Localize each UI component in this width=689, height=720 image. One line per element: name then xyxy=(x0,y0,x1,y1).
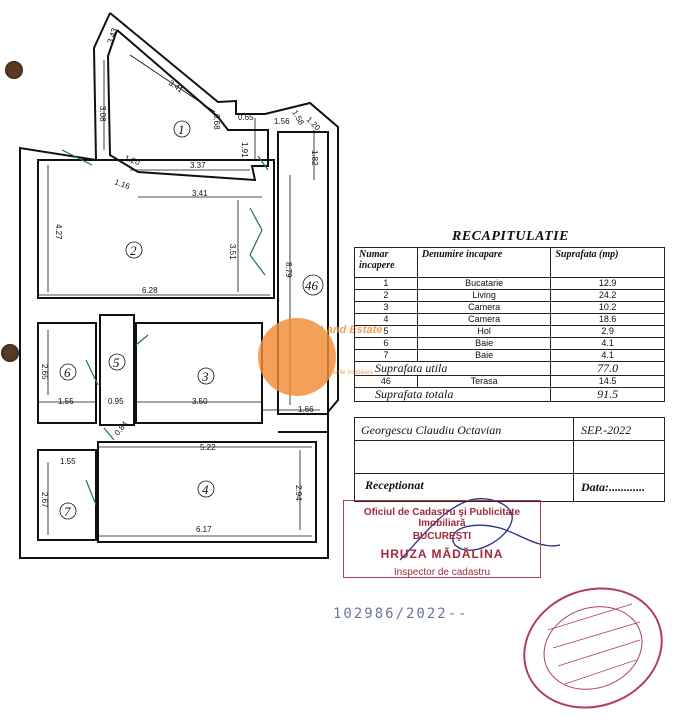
totala-row: Suprafata totala 91.5 xyxy=(353,387,665,402)
room-number-3: 3 xyxy=(201,369,209,384)
header-denumire: Denumire incapare xyxy=(416,247,552,278)
dim-label: 0.65 xyxy=(238,113,254,122)
outer-wall xyxy=(19,12,339,559)
dim-label: 3.08 xyxy=(98,106,107,122)
data-label: Data:............ xyxy=(581,480,645,494)
cadastral-seal xyxy=(523,587,663,709)
cadastre-stamp: Oficiul de Cadastru şi Publicitate Imobi… xyxy=(343,500,541,578)
dim-label: 1.82 xyxy=(310,150,319,166)
room-number-7: 7 xyxy=(64,504,71,519)
bath-7-walls xyxy=(37,449,97,541)
table-row: 1 Bucatarie 12.9 xyxy=(354,277,665,290)
table-row: 5 Hol 2.9 xyxy=(354,325,665,338)
stamp-line-1: Oficiul de Cadastru şi Publicitate Imobi… xyxy=(363,507,521,529)
punch-hole-middle xyxy=(1,344,19,362)
dim-label: 1.55 xyxy=(58,397,74,406)
stamp-line-3: HRUZA MĂDĂLINA xyxy=(380,547,504,561)
dim-label: 6.28 xyxy=(142,286,158,295)
stamp-line-4: Inspector de cadastru xyxy=(393,567,491,578)
utila-row: Suprafata utila 77.0 xyxy=(353,361,665,376)
door-swing-terrace xyxy=(257,155,269,171)
door-swing-hall xyxy=(135,334,149,346)
living-room-walls xyxy=(37,159,275,299)
dim-label: 1.66 xyxy=(298,405,314,414)
dim-label: 3.50 xyxy=(192,397,208,406)
dim-label: 5.22 xyxy=(200,443,216,452)
dim-label: 6.17 xyxy=(196,525,212,534)
header-numar: Numar incapere xyxy=(354,247,418,278)
dim-label: 3.51 xyxy=(228,244,237,260)
receptionat-label: Receptionat xyxy=(365,478,424,492)
header-suprafata: Suprafata (mp) xyxy=(550,247,665,278)
dim-label: 1.56 xyxy=(274,117,290,126)
watermark-sub: agentie imobiliara xyxy=(326,370,374,376)
room-number-46: 46 xyxy=(305,278,319,293)
totala-value: 91.5 xyxy=(550,387,665,402)
table-row: 2 Living 24.2 xyxy=(354,289,665,302)
dim-label: 2.94 xyxy=(294,485,303,501)
signature-box: Georgescu Claudiu Octavian SEP.-2022 Rec… xyxy=(354,417,665,502)
door-swing-bath6 xyxy=(85,359,99,386)
dim-label: 0.95 xyxy=(108,397,124,406)
dim-label: 1.20 xyxy=(305,115,323,133)
table-row: 7 Baie 4.1 xyxy=(354,349,665,362)
room-number-6: 6 xyxy=(64,365,71,380)
recap-table: Numar incapere Denumire incapare Suprafa… xyxy=(353,247,665,402)
stamp-line-2: BUCUREŞTI xyxy=(412,531,472,542)
door-swing-kitchen xyxy=(61,149,93,166)
room-number-5: 5 xyxy=(113,355,120,370)
utila-label: Suprafata utila xyxy=(353,361,552,376)
surveyor-name: Georgescu Claudiu Octavian xyxy=(361,423,502,437)
room-number-2: 2 xyxy=(130,243,137,258)
terrace-walls xyxy=(277,131,329,415)
terasa-row: 46 Terasa 14.5 xyxy=(354,375,665,388)
door-swing-room4 xyxy=(103,427,115,441)
bath-6-walls xyxy=(37,322,97,424)
door-swing-living xyxy=(249,207,266,276)
key-icon xyxy=(258,318,336,396)
dim-label: 2.67 xyxy=(40,492,49,508)
table-row: 4 Camera 18.6 xyxy=(354,313,665,326)
dim-label: 3.37 xyxy=(190,161,206,170)
table-row: 6 Baie 4.1 xyxy=(354,337,665,350)
inner-wall-kitchen xyxy=(106,29,269,182)
dim-label: 2.65 xyxy=(40,364,49,380)
hall-5-walls xyxy=(99,314,135,426)
door-swing-bath7 xyxy=(85,479,97,506)
totala-label: Suprafata totala xyxy=(353,387,552,402)
dim-label: 1.91 xyxy=(240,142,249,158)
handwritten-signature xyxy=(399,498,561,561)
dim-label: 3.41 xyxy=(192,189,208,198)
dim-label: 3.43 xyxy=(105,26,119,44)
room-number-4: 4 xyxy=(202,482,209,497)
utila-value: 77.0 xyxy=(550,361,665,376)
table-row: 3 Camera 10.2 xyxy=(354,301,665,314)
dim-label: 8.79 xyxy=(284,262,293,278)
registration-number: 102986/2022-- xyxy=(333,606,469,622)
dim-label: 0.84 xyxy=(113,419,130,437)
dim-label: 4.27 xyxy=(54,224,63,240)
dim-label: 1.16 xyxy=(113,177,131,191)
dim-label: 1.58 xyxy=(290,109,306,127)
dim-label: 3.41 xyxy=(167,78,185,95)
recap-title: RECAPITULATIE xyxy=(452,229,569,244)
survey-date: SEP.-2022 xyxy=(581,423,632,437)
dim-label: 0.68 xyxy=(212,114,221,130)
punch-hole-top xyxy=(5,61,23,79)
room-number-1: 1 xyxy=(178,122,185,137)
dim-label: 1.55 xyxy=(60,457,76,466)
